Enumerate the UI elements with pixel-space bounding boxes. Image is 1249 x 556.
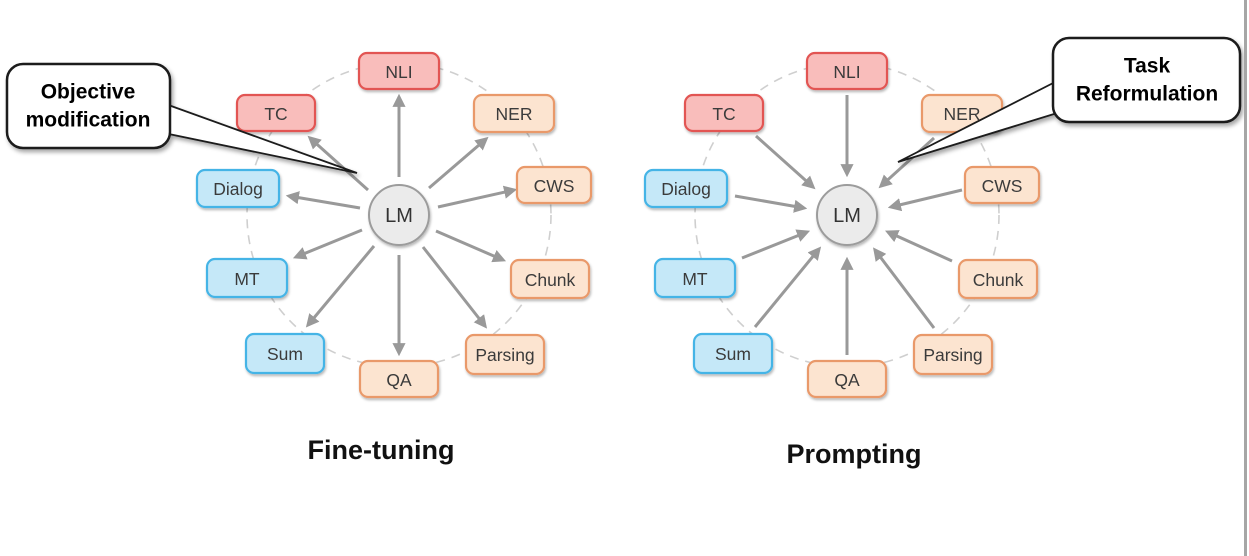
diagram-title-prompting: Prompting [787,439,922,469]
task-node-qa: QA [806,359,888,399]
callout-box [1051,36,1242,124]
lm-center-node [816,184,878,246]
task-node-dialog: Dialog [195,168,281,209]
arrow-sum-to-lm [753,246,822,328]
task-node-qa: QA [358,359,440,399]
task-node-mt: MT [205,257,289,299]
task-node-label: TC [264,104,287,124]
callout-text-line1: Objective [41,81,136,104]
task-node-parsing: Parsing [464,333,546,376]
task-node-chunk: Chunk [957,258,1039,300]
arrow-lm-to-chunk [435,229,507,263]
arrow-lm-to-cws [437,185,518,209]
lm-center-label: LM [385,205,413,227]
dashed-ring [694,62,1000,368]
arrow-lm-to-tc [307,135,370,192]
task-node-sum: Sum [692,332,774,375]
callout-objective-modification: Objective modification [5,62,358,174]
task-node-label: Sum [267,344,303,364]
prompting-diagram: LM NLI TC NER Dialog CWS MT Chunk [643,51,1041,469]
task-node-cws: CWS [515,165,593,205]
task-node-label: Dialog [213,179,263,199]
task-node-ner: NER [472,93,556,134]
task-node-tc: TC [235,93,317,133]
task-node-label: QA [386,370,412,390]
task-node-parsing: Parsing [912,333,994,376]
outward-arrows [285,93,518,357]
arrow-cws-to-lm [887,188,963,212]
task-node-label: Sum [715,344,751,364]
task-node-label: Parsing [923,345,982,365]
arrow-mt-to-lm [741,229,811,260]
task-node-label: NER [496,104,533,124]
slide-right-border [1244,0,1247,556]
arrow-chunk-to-lm [884,230,953,263]
task-node-tc: TC [683,93,765,133]
callout-text-line2: Reformulation [1076,83,1218,106]
task-node-label: NER [944,104,981,124]
task-node-label: TC [712,104,735,124]
lm-center-node [368,184,430,246]
lm-center-label: LM [833,205,861,227]
task-node-nli: NLI [357,51,441,91]
task-node-label: NLI [833,62,860,82]
task-node-nli: NLI [805,51,889,91]
arrow-ner-to-lm [878,136,936,189]
task-node-label: MT [234,269,260,289]
task-node-label: CWS [534,176,575,196]
task-node-label: MT [682,269,708,289]
task-node-label: Parsing [475,345,534,365]
task-node-label: CWS [982,176,1023,196]
task-node-mt: MT [653,257,737,299]
fine-tuning-diagram: LM NLI TC NER Dialog CWS MT Chunk [195,51,593,465]
task-node-label: Dialog [661,179,711,199]
task-node-chunk: Chunk [509,258,591,300]
task-node-cws: CWS [963,165,1041,205]
task-node-label: Chunk [973,270,1024,290]
task-node-label: Chunk [525,270,576,290]
arrow-dialog-to-lm [734,194,808,213]
diagram-title-fine-tuning: Fine-tuning [308,435,455,465]
arrow-lm-to-mt [292,228,363,260]
task-node-sum: Sum [244,332,326,375]
arrow-lm-to-dialog [285,191,361,210]
task-node-label: QA [834,370,860,390]
arrow-tc-to-lm [754,134,816,190]
callout-text-line1: Task [1124,55,1171,78]
callout-task-reformulation: Task Reformulation [897,36,1242,163]
callout-box [5,62,172,150]
inward-arrows [734,95,963,355]
task-node-label: NLI [385,62,412,82]
arrow-lm-to-parsing [421,246,488,329]
arrow-parsing-to-lm [873,247,936,329]
arrow-lm-to-sum [305,245,376,328]
task-node-dialog: Dialog [643,168,729,209]
arrow-lm-to-ner [428,136,489,190]
callout-text-line2: modification [26,109,151,132]
dashed-ring [246,62,552,368]
